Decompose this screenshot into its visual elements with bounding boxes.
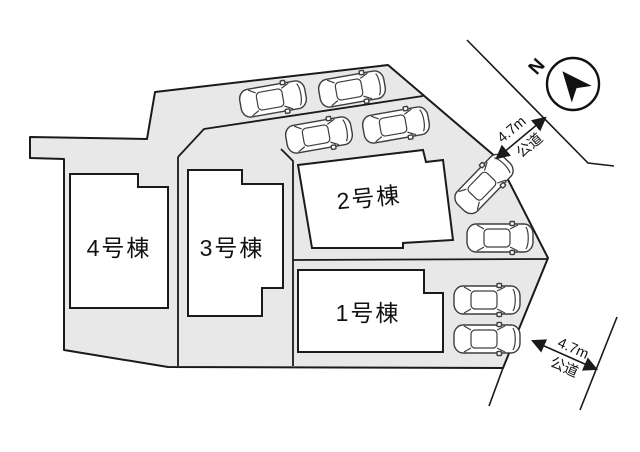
road-edge-extension-bottom (488, 367, 504, 407)
north-compass: N (525, 55, 601, 112)
road-width-dimension-top: 4.7m 公道 (495, 114, 547, 161)
building-1-outline (297, 269, 444, 353)
north-label: N (525, 55, 550, 79)
plot-divider-2-1 (292, 258, 549, 261)
road-edge-line-bottom-right (579, 316, 618, 411)
parking-band-divider-line (177, 95, 424, 158)
plot-divider-3-2 (280, 148, 294, 366)
car-icon (453, 321, 521, 357)
building-3-label: 3号棟 (200, 235, 265, 261)
building-2-outline (296, 148, 455, 249)
north-arrow-icon (562, 71, 592, 103)
car-icon (453, 282, 521, 318)
building-4-label: 4号棟 (87, 235, 152, 261)
car-icon (466, 220, 534, 256)
road-edge-line-top (466, 39, 615, 167)
building-1-label: 1号棟 (336, 300, 401, 326)
building-3-outline (187, 169, 284, 317)
road-width-dimension-bottom: 4.7m 公道 (531, 335, 598, 381)
building-4-outline (69, 173, 169, 309)
